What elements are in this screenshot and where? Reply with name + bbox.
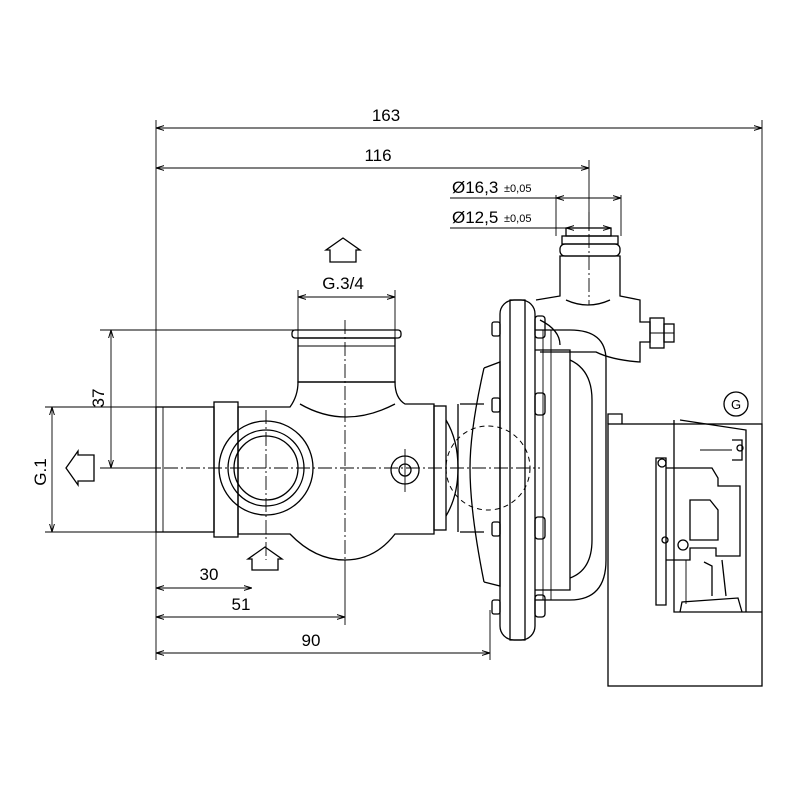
- dim-37: 37: [89, 389, 108, 408]
- dim-outer-diameter-tol: ±0,05: [504, 183, 531, 195]
- dim-163: 163: [372, 106, 400, 125]
- house-arrow-left-icon: [65, 448, 95, 488]
- circle-marker: G: [723, 391, 749, 417]
- actuator-housing: [469, 299, 607, 641]
- dim-90: 90: [302, 631, 321, 650]
- flange-bolts: [491, 315, 546, 618]
- valve-body: [155, 329, 435, 561]
- dim-outer-diameter: Ø16,3: [452, 178, 498, 197]
- dim-116: 116: [364, 146, 391, 165]
- electrical-housing: [607, 413, 763, 687]
- dim-inner-diameter-tol: ±0,05: [504, 213, 531, 225]
- dim-side-thread: G.1: [31, 458, 50, 485]
- dim-inner-diameter: Ø12,5: [452, 208, 498, 227]
- circle-marker-label: G: [731, 397, 741, 412]
- dimension-lines: [52, 128, 762, 653]
- house-arrow-up-icon: [323, 237, 363, 263]
- dim-top-thread: G.3/4: [322, 274, 364, 293]
- extension-lines: [45, 120, 763, 680]
- house-arrow-up-icon: [245, 546, 285, 571]
- dimension-texts: 163 116 Ø16,3 ±0,05 Ø12,5 ±0,05 G.3/4 37…: [31, 106, 531, 650]
- dim-51: 51: [232, 595, 251, 614]
- center-lines: [120, 212, 590, 560]
- top-stem: [535, 227, 675, 363]
- dim-30: 30: [200, 565, 219, 584]
